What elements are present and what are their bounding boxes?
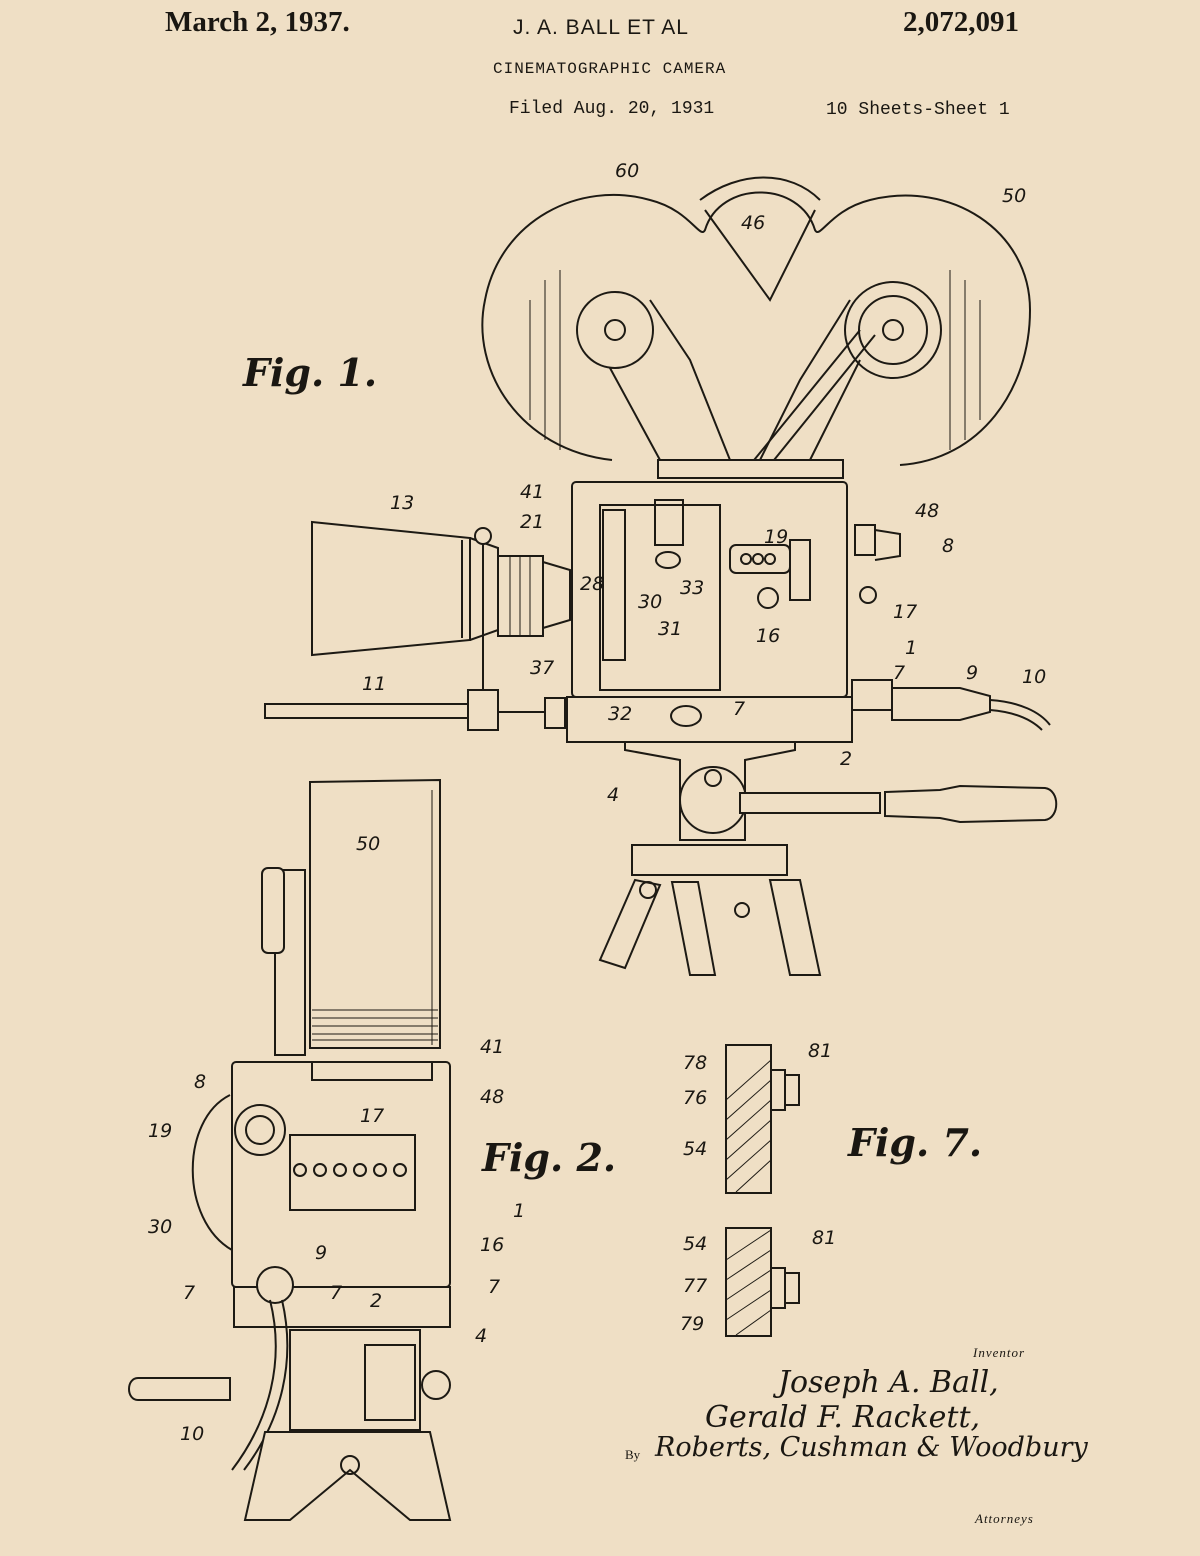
ref-number: 77: [683, 1275, 708, 1297]
inventor-caption: Inventor: [973, 1345, 1026, 1360]
ref-number: 33: [680, 577, 705, 599]
ref-number: 7: [330, 1282, 343, 1304]
filed-date: Filed Aug. 20, 1931: [509, 99, 715, 119]
ref-number: 76: [683, 1087, 708, 1109]
ref-number: 37: [530, 657, 555, 679]
ref-number: 41: [520, 481, 545, 503]
ref-number: 8: [194, 1071, 207, 1093]
ref-number: 41: [480, 1036, 505, 1058]
inventor-name-1: Joseph A. Ball,: [778, 1365, 999, 1400]
ref-number: 1: [513, 1200, 526, 1222]
attorneys-caption: Attorneys: [975, 1511, 1034, 1526]
ref-number: 30: [638, 591, 663, 613]
ref-number: 7: [893, 662, 906, 684]
ref-number: 2: [840, 748, 853, 770]
ref-number: 31: [658, 618, 683, 640]
ref-number: 19: [148, 1120, 173, 1142]
ref-number: 81: [808, 1040, 833, 1062]
ref-number: 7: [488, 1276, 501, 1298]
ref-number: 4: [475, 1325, 488, 1347]
ref-number: 60: [615, 160, 640, 182]
ref-number: 16: [480, 1234, 505, 1256]
ref-number: 2: [370, 1290, 383, 1312]
ref-number: 19: [764, 526, 789, 548]
attorneys-signature: Roberts, Cushman & Woodbury: [655, 1432, 1088, 1463]
sheet-count: 10 Sheets-Sheet 1: [826, 100, 1010, 120]
ref-number: 50: [356, 833, 381, 855]
ref-number: 16: [756, 625, 781, 647]
ref-number: 79: [680, 1313, 705, 1335]
patent-date: March 2, 1937.: [165, 6, 350, 38]
ref-number: 54: [683, 1233, 708, 1255]
ref-number: 9: [315, 1242, 328, 1264]
ref-number: 50: [1002, 185, 1027, 207]
ref-number: 10: [180, 1423, 205, 1445]
ref-number: 4: [607, 784, 620, 806]
fig1-label: Fig. 1.: [243, 350, 378, 395]
fig7-drawing: [725, 1044, 800, 1337]
ref-number: 78: [683, 1052, 708, 1074]
ref-number: 48: [915, 500, 940, 522]
patent-number: 2,072,091: [903, 6, 1019, 38]
ref-number: 10: [1022, 666, 1047, 688]
inventor-names: J. A. BALL ET AL: [513, 16, 689, 39]
ref-number: 21: [520, 511, 545, 533]
ref-number: 46: [741, 212, 766, 234]
inventor-name-2: Gerald F. Rackett,: [705, 1400, 981, 1435]
by-caption: By: [625, 1447, 641, 1462]
ref-number: 13: [390, 492, 415, 514]
ref-number: 7: [733, 698, 746, 720]
ref-number: 48: [480, 1086, 505, 1108]
ref-number: 17: [360, 1105, 385, 1127]
ref-number: 28: [580, 573, 605, 595]
ref-number: 8: [942, 535, 955, 557]
ref-number: 32: [608, 703, 633, 725]
ref-number: 17: [893, 601, 918, 623]
ref-number: 7: [183, 1282, 196, 1304]
patent-title: CINEMATOGRAPHIC CAMERA: [493, 60, 727, 78]
fig2-drawing: [128, 778, 452, 1521]
fig1-drawing: [264, 176, 1058, 976]
ref-number: 30: [148, 1216, 173, 1238]
ref-number: 54: [683, 1138, 708, 1160]
fig7-label: Fig. 7.: [848, 1120, 983, 1165]
ref-number: 81: [812, 1227, 837, 1249]
ref-number: 1: [905, 637, 918, 659]
ref-number: 9: [966, 662, 979, 684]
fig2-label: Fig. 2.: [482, 1135, 617, 1180]
ref-number: 11: [362, 673, 387, 695]
